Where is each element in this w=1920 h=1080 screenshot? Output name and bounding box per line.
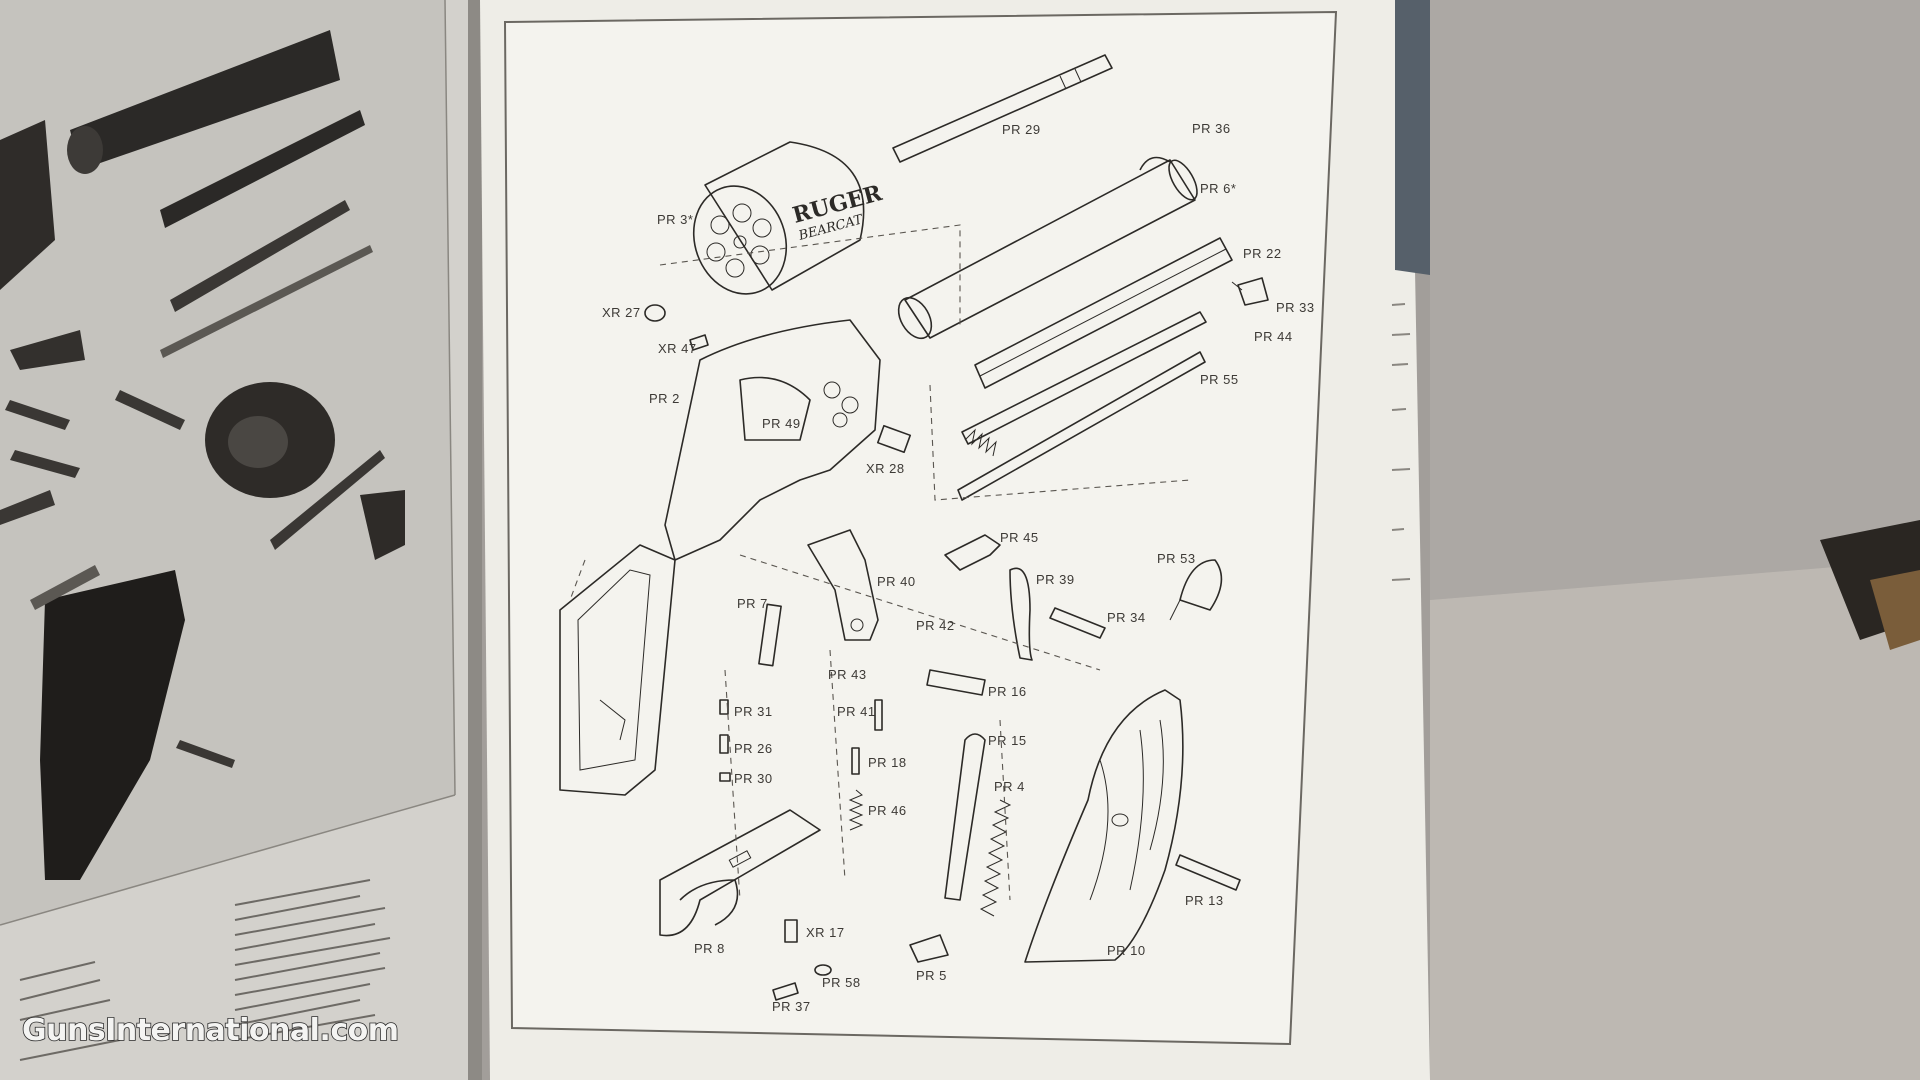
label-pr18: PR 18: [868, 755, 907, 770]
left-photo-border: [444, 0, 456, 796]
wall-upper: [1430, 0, 1920, 600]
part-xr17: [784, 919, 798, 943]
label-xr28: XR 28: [866, 461, 905, 476]
label-pr15: PR 15: [988, 733, 1027, 748]
label-pr6: PR 6*: [1200, 181, 1236, 196]
label-pr26: PR 26: [734, 741, 773, 756]
label-pr37: PR 37: [772, 999, 811, 1014]
label-pr5: PR 5: [916, 968, 947, 983]
label-pr16: PR 16: [988, 684, 1027, 699]
part-53: [1169, 559, 1223, 621]
part-pin-xr28: [876, 424, 912, 454]
part-labels: PR 29 PR 36 PR 6* PR 3* PR 22 PR 33 PR 4…: [602, 121, 1315, 1014]
label-pr55: PR 55: [1200, 372, 1239, 387]
part-screw-16: [926, 669, 986, 696]
label-xr17: XR 17: [806, 925, 845, 940]
label-pr44: PR 44: [1254, 329, 1293, 344]
label-pr8: PR 8: [694, 941, 725, 956]
part-45: [944, 534, 1001, 571]
label-pr7: PR 7: [737, 596, 768, 611]
label-pr29: PR 29: [1002, 122, 1041, 137]
left-photo-border-bottom: [0, 794, 456, 926]
label-xr47: XR 47: [658, 341, 697, 356]
wood-object-edge: [1870, 570, 1920, 650]
label-pr58: PR 58: [822, 975, 861, 990]
label-pr4: PR 4: [994, 779, 1025, 794]
part-screw-13: [1175, 854, 1241, 891]
left-parts-photo: [0, 30, 405, 880]
label-pr43: PR 43: [828, 667, 867, 682]
label-pr46: PR 46: [868, 803, 907, 818]
part-trigger: [1009, 567, 1033, 661]
label-pr45: PR 45: [1000, 530, 1039, 545]
label-pr36: PR 36: [1192, 121, 1231, 136]
left-parts-list: [19, 879, 391, 1061]
part-hammer: [807, 529, 879, 641]
part-small-column: [719, 699, 883, 831]
label-pr34: PR 34: [1107, 610, 1146, 625]
label-pr10: PR 10: [1107, 943, 1146, 958]
part-5: [909, 934, 949, 963]
part-screw-33: [1231, 277, 1269, 306]
part-ejector-rod: [892, 54, 1113, 163]
watermark: GunsInternational.com: [22, 1013, 398, 1048]
part-pin-7: [758, 603, 782, 667]
label-pr49: PR 49: [762, 416, 801, 431]
part-ejector-housing: [974, 237, 1233, 389]
part-trigger-guard: [659, 809, 821, 937]
part-spring-4: [979, 799, 1012, 917]
label-pr2: PR 2: [649, 391, 680, 406]
book-gutter: [468, 0, 482, 1080]
label-xr27: XR 27: [602, 305, 641, 320]
part-rod-55: [957, 351, 1206, 501]
label-pr41: PR 41: [837, 704, 876, 719]
part-58-37: [772, 964, 832, 1001]
label-pr13: PR 13: [1185, 893, 1224, 908]
label-pr33: PR 33: [1276, 300, 1315, 315]
part-pins-xr: [644, 304, 709, 351]
assembly-lines: [569, 224, 1191, 901]
part-spring-44: [961, 311, 1207, 457]
page-edge-text: [1391, 303, 1411, 581]
part-pawl: [944, 733, 986, 901]
part-frame: [559, 319, 881, 796]
part-pin-34: [1049, 607, 1106, 639]
label-pr30: PR 30: [734, 771, 773, 786]
label-pr22: PR 22: [1243, 246, 1282, 261]
label-pr40: PR 40: [877, 574, 916, 589]
page-edge-photo: [1395, 0, 1430, 275]
label-pr39: PR 39: [1036, 572, 1075, 587]
diagram-frame: [503, 10, 1338, 1046]
table-surface: [1430, 560, 1920, 1080]
part-grip-panel: [1024, 689, 1184, 963]
label-pr42: PR 42: [916, 618, 955, 633]
label-pr3: PR 3*: [657, 212, 693, 227]
part-barrel: [897, 156, 1198, 340]
label-pr31: PR 31: [734, 704, 773, 719]
label-pr53: PR 53: [1157, 551, 1196, 566]
